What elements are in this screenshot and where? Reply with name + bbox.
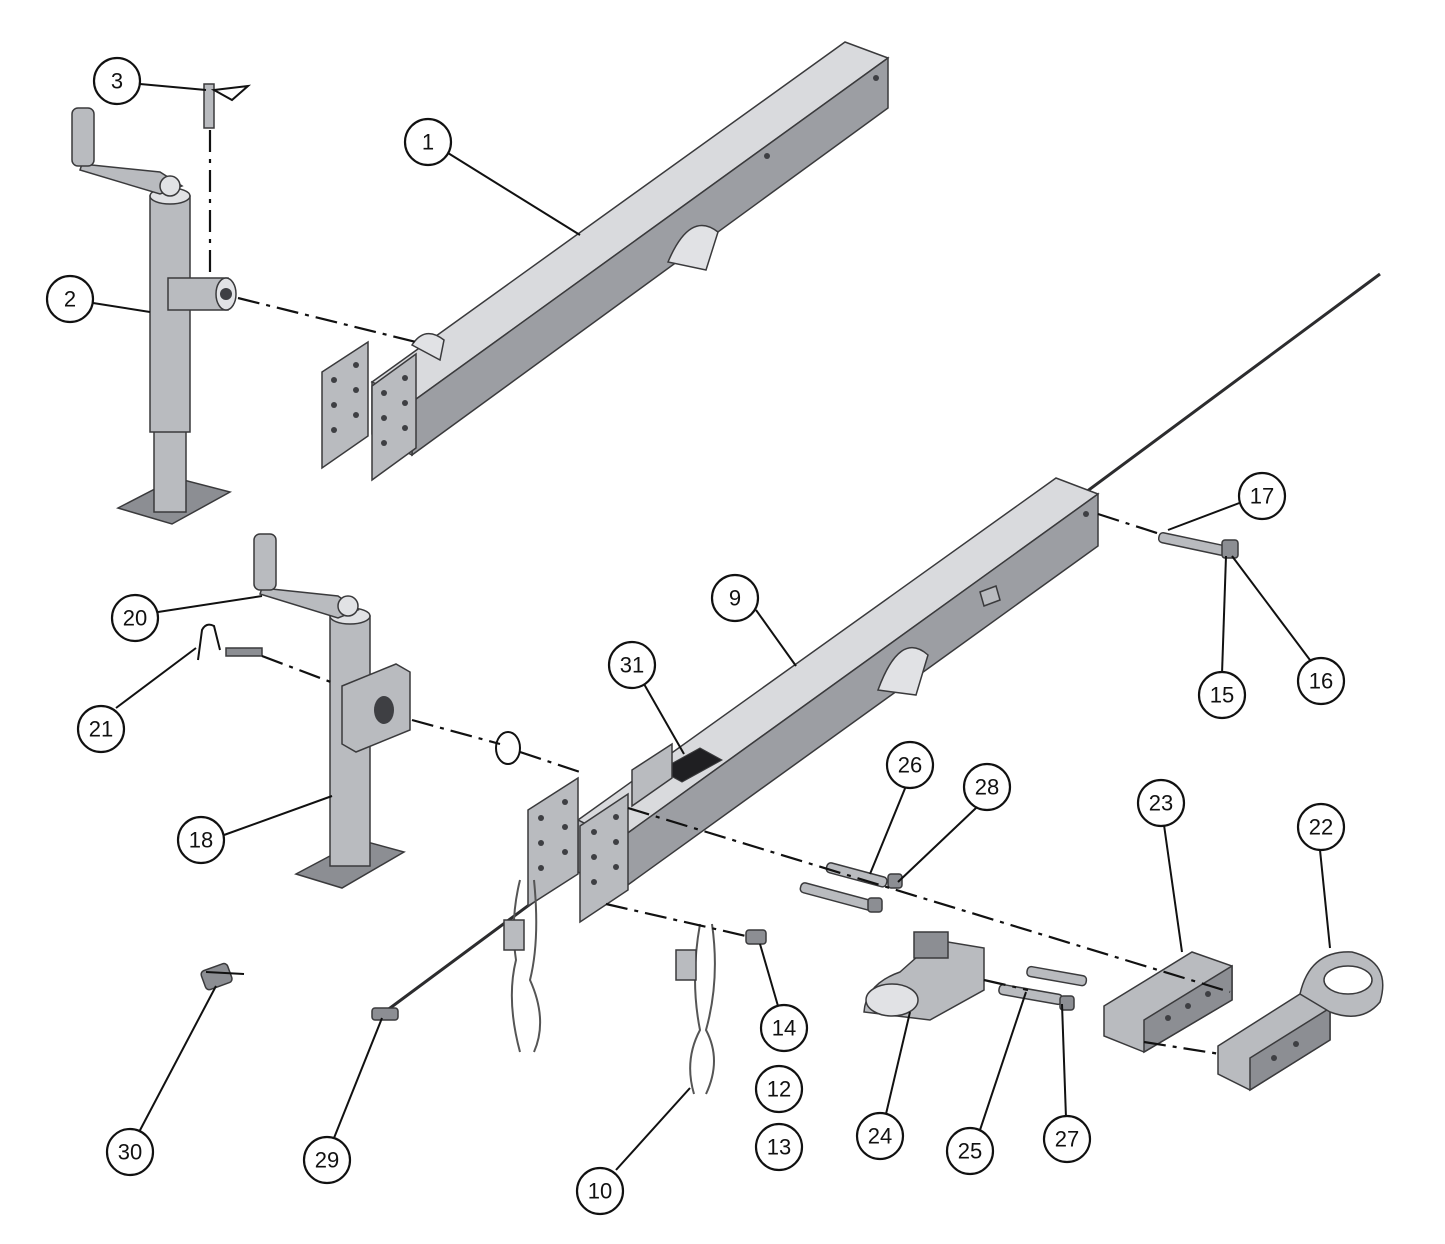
svg-text:29: 29 bbox=[315, 1148, 339, 1173]
callout-25: 25 bbox=[945, 1126, 995, 1176]
callout-22: 22 bbox=[1296, 802, 1346, 852]
callout-13: 13 bbox=[754, 1122, 804, 1172]
callout-23: 23 bbox=[1136, 778, 1186, 828]
svg-text:21: 21 bbox=[89, 717, 113, 742]
leader-lines bbox=[92, 83, 1331, 1171]
part-26-bolts bbox=[799, 862, 903, 913]
part-1-drawbar-tube bbox=[321, 41, 890, 482]
svg-text:16: 16 bbox=[1309, 669, 1333, 694]
callout-29: 29 bbox=[302, 1135, 352, 1185]
part-2-jack-stand bbox=[71, 107, 237, 525]
callout-9: 9 bbox=[710, 573, 760, 623]
callout-27: 27 bbox=[1042, 1114, 1092, 1164]
part-18-jack-stand bbox=[253, 533, 411, 889]
callout-1: 1 bbox=[403, 117, 453, 167]
svg-text:3: 3 bbox=[111, 69, 123, 94]
callout-24: 24 bbox=[855, 1111, 905, 1161]
part-17-bolt bbox=[1157, 531, 1239, 559]
callout-17: 17 bbox=[1237, 471, 1287, 521]
svg-text:20: 20 bbox=[123, 606, 147, 631]
part-23-channel-bracket bbox=[1103, 951, 1233, 1054]
svg-text:25: 25 bbox=[958, 1139, 982, 1164]
callout-16: 16 bbox=[1296, 656, 1346, 706]
svg-text:22: 22 bbox=[1309, 815, 1333, 840]
svg-text:31: 31 bbox=[620, 653, 644, 678]
svg-text:18: 18 bbox=[189, 828, 213, 853]
callout-12: 12 bbox=[754, 1064, 804, 1114]
callout-31: 31 bbox=[607, 640, 657, 690]
o-ring bbox=[495, 731, 521, 765]
callout-21: 21 bbox=[76, 704, 126, 754]
svg-text:26: 26 bbox=[898, 753, 922, 778]
callout-2: 2 bbox=[45, 274, 95, 324]
callout-bubbles: 1 2 3 9 10 12 13 14 15 16 17 18 20 21 22… bbox=[45, 56, 1346, 1216]
callout-30: 30 bbox=[105, 1127, 155, 1177]
part-30-connector bbox=[200, 962, 245, 991]
svg-text:14: 14 bbox=[772, 1016, 796, 1041]
part-29-plug bbox=[371, 1007, 399, 1021]
callout-20: 20 bbox=[110, 593, 160, 643]
svg-text:1: 1 bbox=[422, 130, 434, 155]
callout-3: 3 bbox=[92, 56, 142, 106]
callout-18: 18 bbox=[176, 815, 226, 865]
svg-text:10: 10 bbox=[588, 1179, 612, 1204]
part-9-drawbar-tube bbox=[527, 477, 1100, 924]
part-10-safety-chains bbox=[503, 879, 716, 1095]
callout-26: 26 bbox=[885, 740, 935, 790]
plate-holes-lower bbox=[538, 799, 619, 885]
part-3-pin bbox=[203, 83, 252, 129]
svg-text:24: 24 bbox=[868, 1124, 892, 1149]
svg-text:2: 2 bbox=[64, 287, 76, 312]
callout-15: 15 bbox=[1197, 670, 1247, 720]
svg-text:15: 15 bbox=[1210, 683, 1234, 708]
part-22-lunette-eye bbox=[1217, 951, 1384, 1092]
part-21-pull-pin bbox=[197, 623, 263, 661]
svg-text:12: 12 bbox=[767, 1077, 791, 1102]
callout-14: 14 bbox=[759, 1003, 809, 1053]
part-25-bolts bbox=[998, 965, 1088, 1011]
svg-text:23: 23 bbox=[1149, 791, 1173, 816]
part-24-coupler bbox=[863, 931, 985, 1021]
svg-text:13: 13 bbox=[767, 1135, 791, 1160]
plate-holes bbox=[331, 362, 408, 446]
svg-text:30: 30 bbox=[118, 1140, 142, 1165]
svg-text:9: 9 bbox=[729, 586, 741, 611]
assembly-lines bbox=[208, 130, 1231, 1056]
callout-28: 28 bbox=[962, 762, 1012, 812]
callout-10: 10 bbox=[575, 1166, 625, 1216]
svg-text:28: 28 bbox=[975, 775, 999, 800]
part-14-nut bbox=[745, 929, 767, 945]
svg-text:17: 17 bbox=[1250, 484, 1274, 509]
svg-text:27: 27 bbox=[1055, 1127, 1079, 1152]
